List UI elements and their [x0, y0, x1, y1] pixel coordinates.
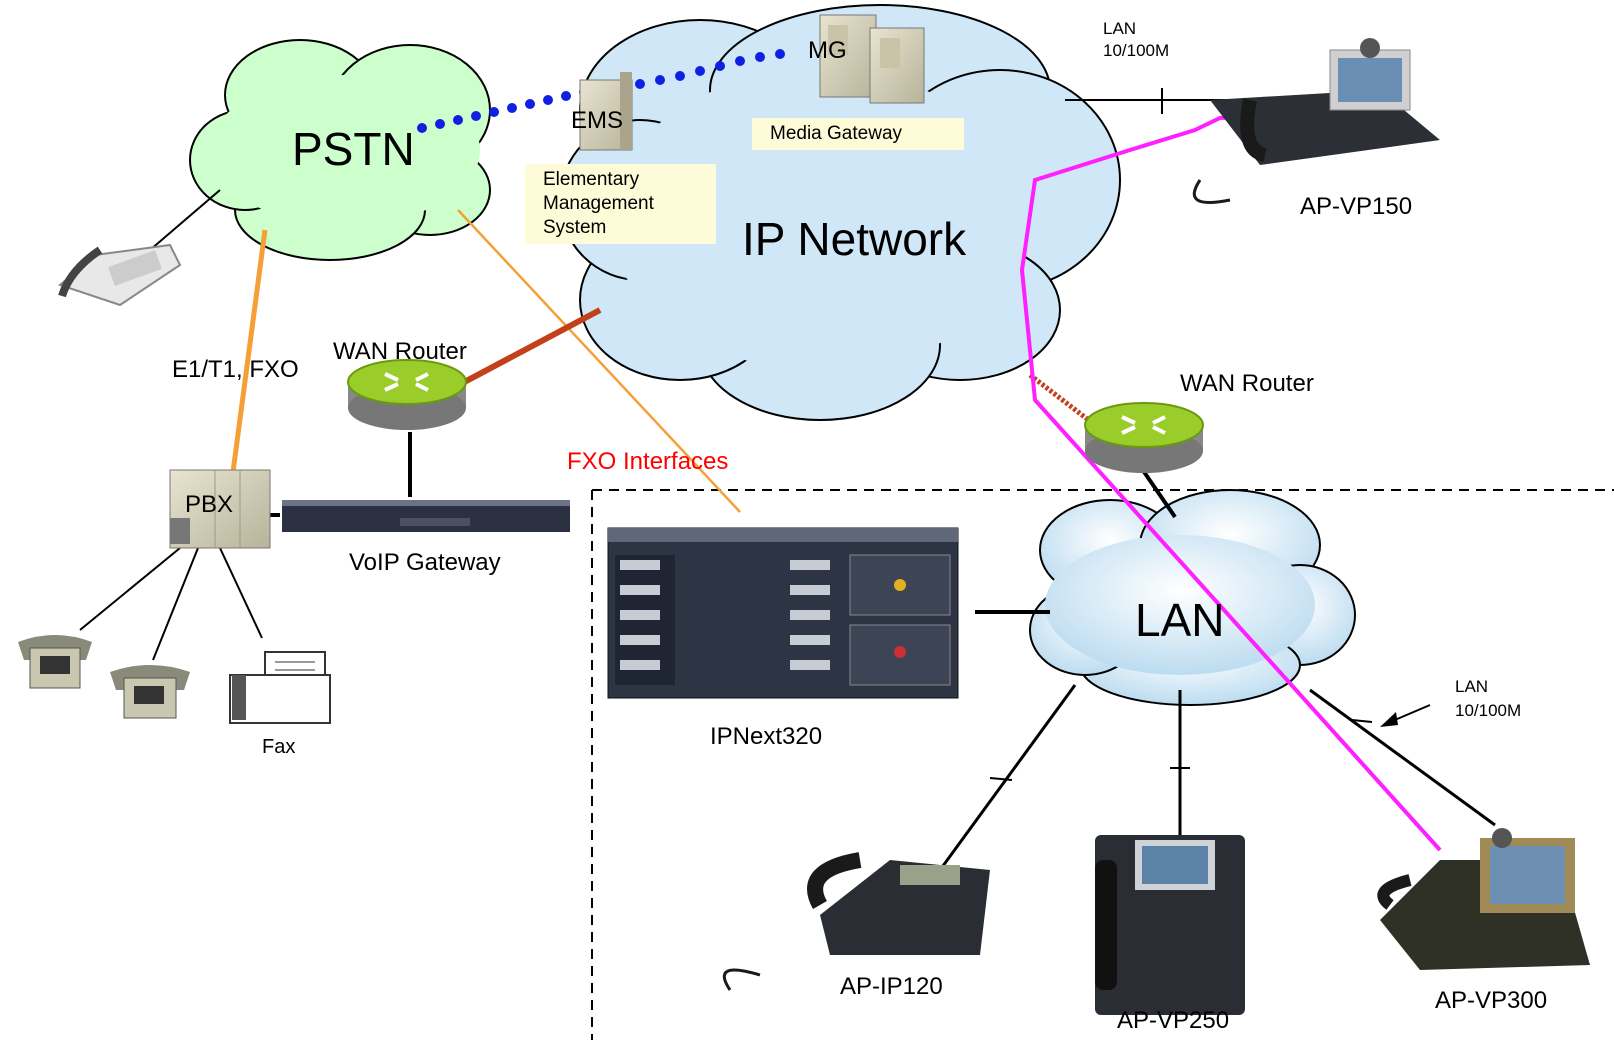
e1t1-link [230, 229, 268, 473]
fxo-interfaces-label: FXO Interfaces [567, 448, 729, 475]
call-path [1019, 114, 1442, 852]
ems-note: Elementary Management System [525, 164, 716, 244]
ipnext320-icon [607, 527, 959, 699]
lan-top-line-1: LAN [1103, 19, 1137, 38]
ap-vp250-icon [1095, 835, 1245, 1015]
ap-vp150-icon [1192, 38, 1440, 204]
lan-top-link-label: LAN 10/100M [1103, 18, 1169, 62]
ap-vp150-label: AP-VP150 [1300, 193, 1413, 220]
ap-ip120-label: AP-IP120 [840, 973, 943, 1000]
lan-right-line-2: 10/100M [1455, 701, 1522, 720]
lan-cloud [1029, 489, 1356, 706]
wan-router-left-icon [347, 359, 467, 430]
lan-boundary [591, 489, 1614, 1040]
lan-cloud-label: LAN [1135, 594, 1225, 646]
lan-top-line-2: 10/100M [1103, 41, 1170, 60]
ap-vp300-icon [1377, 828, 1590, 970]
ipnext320-label: IPNext320 [710, 723, 823, 750]
ip-network-cloud [559, 4, 1121, 421]
wan-router-right-label: WAN Router [1180, 370, 1314, 397]
fax-label: Fax [262, 736, 296, 758]
e1t1-label: E1/T1, FXO [172, 356, 299, 383]
ap-vp300-label: AP-VP300 [1435, 987, 1548, 1014]
fxo-link [457, 209, 741, 513]
ems-note-line-3: System [543, 217, 607, 238]
lan-right-link-label: LAN 10/100M [1455, 675, 1521, 723]
pstn-label: PSTN [292, 123, 415, 175]
voip-gateway-label: VoIP Gateway [349, 549, 501, 576]
pbx-icon [169, 469, 271, 549]
wan-router-left-label: WAN Router [333, 338, 467, 365]
wan-link-right [1028, 373, 1097, 427]
fax-icon [229, 651, 331, 724]
voip-gateway-icon [282, 500, 570, 532]
lan-right-line-1: LAN [1455, 677, 1489, 696]
ems-note-line-2: Management [543, 193, 654, 214]
ap-ip120-icon [722, 852, 990, 991]
mg-label: MG [808, 37, 847, 64]
pbx-phone-1-icon [18, 635, 92, 689]
wan-router-right-icon [1084, 402, 1204, 473]
ems-label: EMS [571, 107, 624, 134]
pbx-phone-2-icon [110, 665, 190, 719]
mg-server-icon [819, 14, 925, 104]
wan-link-left [453, 307, 602, 390]
ems-note-line-1: Elementary [543, 169, 640, 190]
ap-vp250-label: AP-VP250 [1117, 1007, 1230, 1034]
pstn-cloud [189, 39, 491, 261]
pbx-label: PBX [185, 491, 234, 518]
mg-note: Media Gateway [752, 118, 964, 150]
analog-phone-icon [58, 243, 182, 307]
ems-server-icon [579, 72, 633, 151]
ip-network-label: IP Network [742, 213, 967, 265]
